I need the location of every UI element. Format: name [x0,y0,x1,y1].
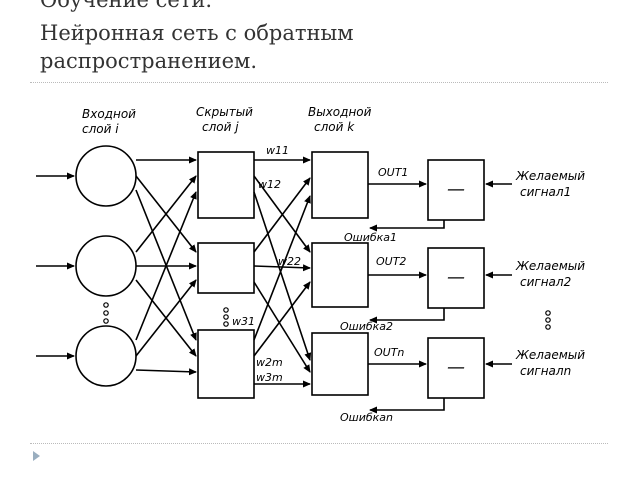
output-neuron-3 [311,332,369,396]
ellipsis-dot [223,321,229,327]
conn-i3-h2 [135,279,197,357]
output-layer-label-1: Выходной [308,105,372,119]
input-layer-label-2: слой i [82,122,119,136]
ellipsis-dot [223,314,229,320]
error-label: Ошибка1 [344,231,397,244]
comparator-symbol: — [447,267,465,288]
input-neuron-1 [75,145,137,207]
conn-h1-o3 [253,191,312,361]
error-label: Ошибка2 [340,320,393,333]
output-neuron-1 [311,151,369,219]
input-neuron-3 [75,325,137,387]
weight-label: w11 [266,144,289,157]
out-label: OUT1 [378,166,408,179]
desired-signal-label: сигналn [520,364,571,378]
conn-i3-h1 [135,191,197,341]
ellipsis-dot [103,302,109,308]
bottom-divider [30,443,608,444]
hidden-neuron-3 [197,329,255,399]
desired-signal-label: Желаемый [515,259,585,273]
error-path-2 [369,308,445,324]
weight-label: w22 [278,255,301,268]
error-path-1 [369,220,445,232]
ellipsis-dot [103,318,109,324]
weight-label: w2m [256,356,283,369]
comparator-1 [427,159,485,221]
hidden-neuron-2 [197,242,255,294]
out-label: OUTn [374,346,404,359]
weight-label: w31 [232,315,255,328]
output-neuron-2 [311,242,369,308]
input-layer-label-1: Входной [82,107,136,121]
conn-i2-h1 [135,175,197,253]
conn-i3-h3 [135,368,197,376]
hidden-layer-label-1: Скрытый [196,105,253,119]
desired-signal-label: сигнал2 [520,275,571,289]
error-label: Ошибкаn [340,411,393,424]
hidden-neuron-1 [197,151,255,219]
conn-h2-o3 [253,281,311,373]
title-line-2: Нейронная сеть с обратным [40,21,354,45]
input-neuron-2 [75,235,137,297]
weight-label: w12 [258,178,281,191]
ellipsis-dot [223,307,229,313]
title-line-1: Обучение сети. [40,0,213,12]
conn-h3-o2 [253,281,311,357]
output-layer-label-2: слой k [314,120,355,134]
comparator-symbol: — [447,179,465,200]
nav-arrow-icon [33,451,40,461]
ellipsis-dot [103,310,109,316]
desired-signal-label: сигнал1 [520,185,571,199]
comparator-symbol: — [447,357,465,378]
comparator-2 [427,247,485,309]
top-divider [30,82,608,83]
comparator-3 [427,337,485,399]
ellipsis-dot [545,317,551,323]
out-label: OUT2 [376,255,406,268]
ellipsis-dot [545,310,551,316]
hidden-layer-label-2: слой j [202,120,239,134]
conn-h2-o1 [253,177,311,253]
weight-label: w3m [256,371,283,384]
ellipsis-dot [545,324,551,330]
title-line-3: распространением. [40,49,258,73]
desired-signal-label: Желаемый [515,348,585,362]
conn-h3-o1 [253,195,311,341]
desired-signal-label: Желаемый [515,169,585,183]
error-path-3 [369,398,445,414]
